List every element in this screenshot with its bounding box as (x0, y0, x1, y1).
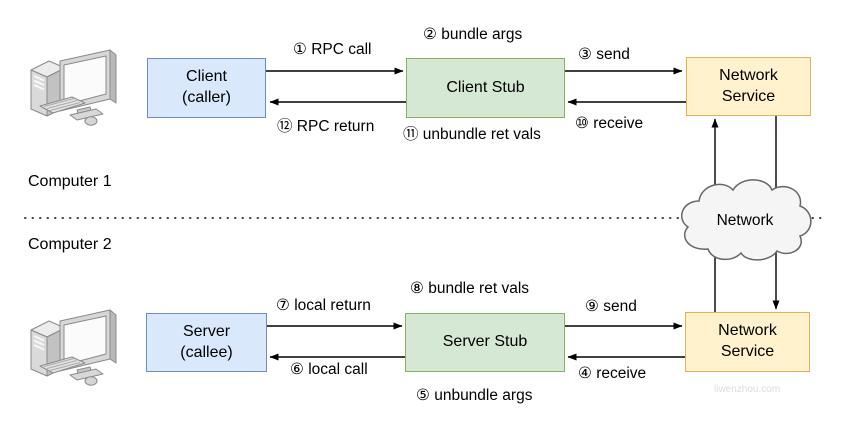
client-node: Client (caller) (147, 58, 266, 118)
monitor-screen (63, 315, 107, 366)
monitor-base (69, 368, 104, 381)
monitor-screen (63, 55, 107, 106)
server-node: Server (callee) (146, 313, 267, 372)
mouse (84, 376, 98, 386)
monitor-depth (109, 309, 117, 364)
step-label-7: ⑦ local return (276, 297, 371, 314)
mouse (84, 116, 98, 126)
step-label-12: ⑫ RPC return (277, 118, 375, 135)
network-service-bottom-node: Network Service (685, 312, 810, 372)
network-cloud: Network (680, 179, 812, 261)
step-label-3: ③ send (578, 46, 630, 63)
tower-front (30, 329, 48, 377)
monitor-depth (109, 49, 117, 104)
tower-front (30, 69, 48, 117)
step-label-1: ① RPC call (293, 41, 372, 58)
monitor-base (69, 108, 104, 121)
computer2-label: Computer 2 (28, 236, 112, 253)
step-label-8: ⑧ bundle ret vals (410, 280, 530, 297)
client-stub-node: Client Stub (406, 58, 565, 118)
step-label-6: ⑥ local call (290, 361, 368, 378)
step-label-2: ② bundle args (423, 26, 523, 43)
network-cloud-label: Network (717, 212, 774, 229)
computer-icon (30, 49, 117, 126)
cloud-shape (680, 179, 812, 261)
computer1-label: Computer 1 (28, 173, 112, 190)
network-service-top-node: Network Service (686, 57, 811, 116)
computer-icon (30, 309, 117, 386)
step-label-11: ⑪ unbundle ret vals (403, 126, 541, 143)
step-label-4: ④ receive (578, 365, 647, 382)
step-label-10: ⑩ receive (575, 115, 644, 132)
watermark-text: liwenzhou.com (714, 384, 781, 395)
step-label-9: ⑨ send (585, 298, 637, 315)
step-label-5: ⑤ unbundle args (416, 387, 533, 404)
server-stub-node: Server Stub (405, 313, 565, 372)
